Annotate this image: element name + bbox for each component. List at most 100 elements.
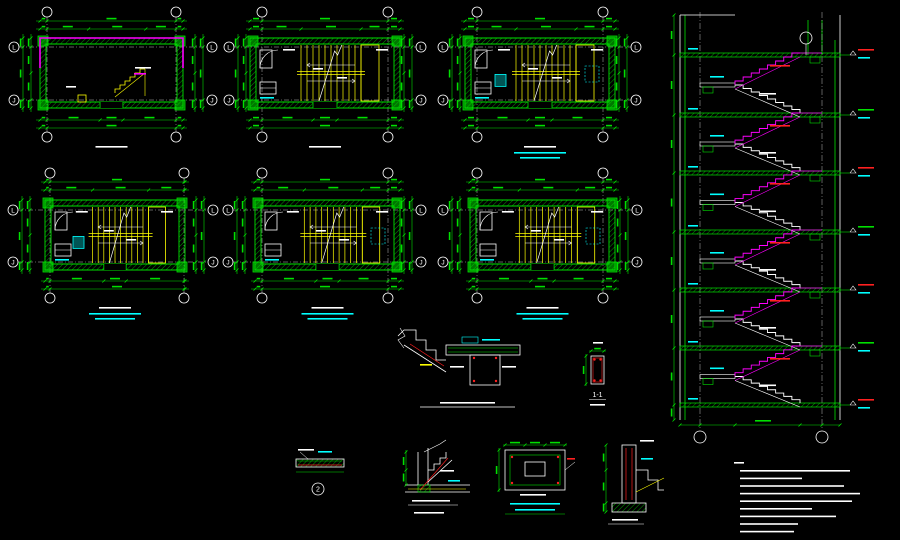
dimension-text-mark: [471, 178, 476, 181]
dimension-tick: [672, 113, 676, 117]
dimension-tick: [260, 126, 264, 130]
dimension-text-mark: [18, 232, 21, 240]
bottom-overall-dimension: [41, 285, 189, 291]
dimension-text-mark: [530, 441, 540, 444]
yellow-symbol-box: [77, 94, 87, 103]
column: [42, 261, 54, 273]
dimension-tick: [43, 180, 47, 184]
rebar-dot: [556, 455, 560, 459]
dimension-tick: [450, 198, 454, 202]
flight-label-mark: [770, 183, 790, 185]
dimension-tick: [458, 268, 462, 272]
grid-bubble-column: [41, 6, 53, 18]
stair-soffit-line: [114, 72, 146, 98]
stair-slab-soffit: [403, 344, 447, 373]
grid-bubble-column: [382, 292, 394, 304]
grid-bubble-circle: [256, 131, 268, 143]
room-label-mark: [135, 67, 151, 69]
grid-bubble-column: [256, 131, 268, 143]
dimension-text-mark: [191, 56, 194, 64]
dimension-tick: [260, 19, 264, 23]
dimension-tick: [182, 279, 186, 283]
grid-bubble-axis-j: J: [630, 94, 642, 106]
note-line-mark: [740, 477, 802, 480]
dimension-tick: [463, 19, 467, 23]
dimension-text-mark: [112, 178, 122, 181]
stair-arrow-head: [351, 78, 356, 84]
grid-bubble-column: [178, 292, 190, 304]
dimension-text-mark: [391, 124, 397, 127]
dimension-text-mark: [110, 277, 120, 280]
dimension-text-mark: [320, 124, 330, 127]
flight-label-mark: [770, 65, 790, 67]
right-detail-dimension: [616, 196, 622, 274]
cyan-dashed-outline: [585, 227, 601, 245]
dimension-text-mark: [535, 124, 545, 127]
beam-label-mark: [498, 49, 510, 51]
landing-beam: [702, 145, 714, 153]
grid-bubble-column: [815, 430, 829, 444]
stair-flight-upper-soffit: [734, 233, 801, 266]
dimension-text-mark: [112, 25, 123, 28]
dimension-tick: [402, 98, 406, 102]
grid-bubble-column: [44, 167, 56, 179]
stair-arrow-head: [524, 224, 529, 230]
column: [247, 35, 259, 47]
room-label-mark: [66, 86, 76, 88]
dimension-text-mark: [18, 201, 21, 209]
dimension-text-mark: [391, 25, 397, 28]
grid-bubble-circle: [44, 292, 56, 304]
opening-outline: [524, 461, 546, 477]
grid-bubble-label: J: [441, 259, 444, 266]
dimension-tick: [410, 268, 414, 272]
section-height-dimension: [670, 13, 676, 422]
dimension-tick: [20, 260, 24, 264]
dimension-text-mark: [391, 285, 397, 288]
flight-label-mark: [710, 252, 724, 254]
dimension-tick: [468, 188, 472, 192]
top-detail-dimension: [41, 186, 189, 192]
dimension-text-mark: [602, 503, 605, 512]
floor-slab: [679, 112, 841, 118]
dimension-tick: [604, 443, 608, 447]
dimension-tick: [574, 27, 578, 31]
plan-note-mark: [301, 313, 354, 315]
dimension-tick: [398, 180, 402, 184]
flight-label-mark: [710, 76, 724, 78]
stair-flight-upper-soffit: [734, 56, 801, 90]
dimension-text-mark: [192, 244, 195, 253]
dimension-text-mark: [448, 232, 451, 240]
dimension-tick: [299, 27, 303, 31]
level-value-mark: [858, 399, 874, 401]
dimension-text-mark: [26, 201, 29, 209]
dimension-tick: [601, 126, 605, 130]
top-detail-dimension: [461, 25, 619, 31]
floor-slab: [679, 170, 841, 176]
dimension-text-mark: [755, 420, 771, 422]
grid-bubble-label: J: [227, 97, 230, 104]
grid-bubble-circle: [222, 256, 234, 268]
plan-note-mark: [522, 318, 563, 320]
dimension-tick: [475, 19, 479, 23]
dimension-text-mark: [670, 257, 673, 265]
left-detail-dimension: [456, 34, 462, 112]
dimension-tick: [45, 126, 49, 130]
grid-bubble-axis-l: L: [631, 204, 643, 216]
stair-label-mark: [315, 230, 326, 232]
dimension-text-mark: [448, 69, 451, 78]
dimension-tick: [386, 188, 390, 192]
dimension-tick: [311, 118, 315, 122]
dimension-text-mark: [191, 82, 194, 91]
dimension-tick: [838, 423, 842, 427]
dimension-tick: [698, 423, 702, 427]
dimension-text-mark: [408, 100, 411, 108]
stair-arrow-head: [353, 240, 358, 246]
dimension-text-mark: [670, 372, 673, 381]
dimension-tick: [29, 36, 33, 40]
dimension-text-mark: [177, 116, 182, 119]
grid-bubble-column: [597, 292, 609, 304]
dimension-tick: [194, 268, 198, 272]
dimension-tick: [29, 45, 33, 49]
column: [42, 197, 54, 209]
stirrup-outline: [592, 357, 603, 383]
